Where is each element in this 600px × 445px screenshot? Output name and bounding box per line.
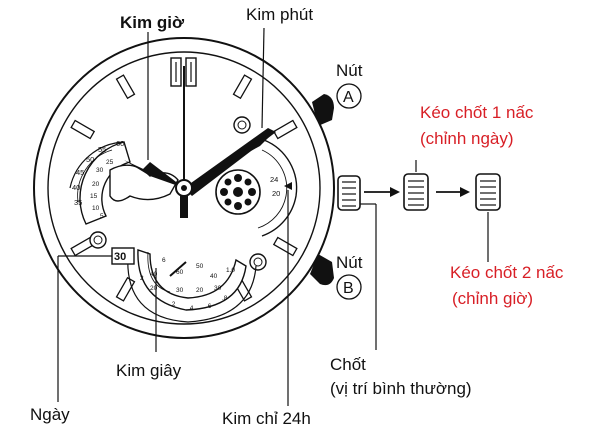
hand-tail: [180, 192, 188, 218]
seconds-subdial-hand: [169, 261, 187, 277]
leader-minute-hand: [261, 27, 265, 129]
button-b-letter: B: [343, 280, 354, 297]
seconds-subdial: 60 50 40 30 40 20 30 20 1.0 .8 .6 .4 .2 …: [127, 249, 257, 323]
minute-hand: [184, 128, 276, 196]
button-a-letter: A: [343, 89, 354, 106]
svg-text:.2: .2: [170, 301, 176, 308]
svg-text:50: 50: [196, 263, 204, 270]
date-value: 30: [114, 251, 126, 263]
svg-text:30: 30: [214, 285, 222, 292]
date-window: 30: [111, 247, 135, 265]
svg-text:40: 40: [150, 271, 158, 278]
svg-text:5: 5: [100, 213, 104, 220]
screw-right: [249, 253, 267, 271]
svg-text:30: 30: [96, 167, 104, 174]
hour24-subdial: 24 20: [257, 139, 298, 237]
label-hour-hand: Kim giờ: [120, 13, 185, 32]
label-crown-line2: (vị trí bình thường): [330, 379, 472, 398]
button-a-title: Nút: [336, 61, 363, 80]
label-pull-two-line1: Kéo chốt 2 nấc: [450, 263, 564, 282]
hour-marker-4: [272, 236, 298, 257]
label-date: Ngày: [30, 405, 70, 424]
label-pull-two-line2: (chỉnh giờ): [452, 289, 533, 308]
svg-text:50: 50: [86, 155, 94, 164]
crown-normal[interactable]: [337, 175, 361, 211]
svg-text:55: 55: [98, 145, 106, 154]
svg-text:40: 40: [72, 183, 80, 192]
hour24-mark-20: 20: [272, 189, 280, 198]
svg-text:6: 6: [162, 257, 166, 264]
hour24-mark-24: 24: [270, 175, 278, 184]
svg-text:.6: .6: [206, 303, 212, 310]
svg-text:30: 30: [176, 287, 184, 294]
label-minute-hand: Kim phút: [246, 5, 313, 24]
center-pin: [175, 179, 193, 197]
label-pull-one-line2: (chỉnh ngày): [420, 129, 514, 148]
hour-marker-1: [232, 74, 253, 100]
svg-text:60: 60: [116, 139, 124, 148]
svg-text:15: 15: [90, 193, 98, 200]
hour-marker-11: [115, 74, 136, 100]
label-pull-one-line1: Kéo chốt 1 nấc: [420, 103, 534, 122]
pusher-b[interactable]: [310, 254, 334, 286]
svg-text:1.0: 1.0: [226, 267, 235, 274]
svg-text:10: 10: [92, 205, 100, 212]
svg-text:25: 25: [106, 159, 114, 166]
label-crown-line1: Chốt: [330, 355, 366, 374]
svg-text:.8: .8: [222, 295, 228, 302]
hour-marker-2: [272, 119, 298, 140]
hour-marker-7: [115, 276, 136, 302]
watch-bezel-inner: [47, 51, 321, 325]
gear-wheel: [215, 169, 261, 215]
twelve-marker: [170, 57, 197, 87]
hour-hand: [124, 160, 184, 188]
button-a-label: Nút A: [336, 61, 363, 109]
screw-left: [89, 231, 107, 249]
svg-text:60: 60: [176, 269, 184, 276]
button-b-label: Nút B: [336, 253, 363, 300]
label-24h-hand: Kim chỉ 24h: [222, 409, 311, 428]
svg-text:20: 20: [92, 181, 100, 188]
arrow-to-pull-two: [436, 187, 470, 197]
svg-text:40: 40: [210, 273, 218, 280]
svg-text:20: 20: [150, 285, 158, 292]
arrow-to-pull-one: [364, 187, 400, 197]
crown-pull-two[interactable]: [475, 173, 501, 211]
hour-marker-10: [70, 119, 96, 140]
svg-text:35: 35: [74, 198, 82, 207]
svg-text:20: 20: [196, 287, 204, 294]
svg-text:2: 2: [140, 275, 144, 282]
button-b-title: Nút: [336, 253, 363, 272]
crown-pull-one[interactable]: [403, 173, 429, 211]
screw-top-right: [233, 116, 251, 134]
label-second-hand: Kim giây: [116, 361, 182, 380]
svg-text:.4: .4: [188, 305, 194, 312]
svg-text:45: 45: [76, 168, 84, 177]
